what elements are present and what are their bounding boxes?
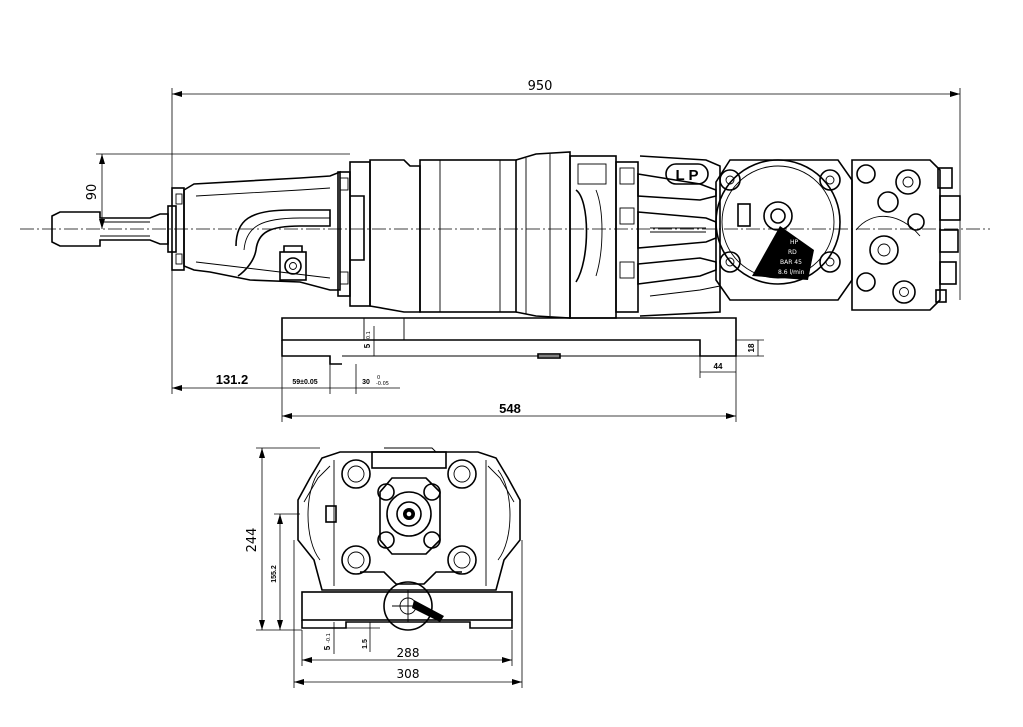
side-dimensions [96, 88, 961, 422]
side-view: L P HP RD BAR 45 8.6 l/min [51, 79, 961, 422]
brand-badge: L P [665, 163, 709, 185]
valve-block [851, 159, 961, 311]
dim-axis-height: 155.2 [271, 565, 278, 583]
dim-overall-length: 950 [528, 79, 553, 94]
dim-slot-tol-upper: 0 [377, 375, 380, 381]
plate-line-1: HP [790, 239, 799, 246]
plate-line-4: 8.6 l/min [778, 269, 805, 276]
front-dimensions [256, 447, 523, 688]
dim-slot-tol-lower: -0.05 [376, 381, 389, 387]
dim-base-lip: 44 [714, 362, 723, 371]
dim-shaft-protrusion: 131.2 [216, 372, 249, 387]
dim-base-outer-width: 308 [397, 667, 420, 681]
pump-head: HP RD BAR 45 8.6 l/min [715, 159, 853, 301]
dim-key-tol: -0.1 [366, 331, 372, 341]
plate-line-2: RD [788, 249, 797, 256]
plate-line-3: BAR 45 [780, 259, 802, 266]
dim-slot-width: 30 [362, 379, 370, 386]
coupling-flange [337, 159, 421, 313]
front-base [301, 581, 513, 631]
dim-front-key-tol: -0.1 [326, 633, 332, 643]
crankcase [569, 155, 639, 319]
main-body [419, 151, 571, 319]
gear-housing [183, 170, 341, 291]
brand-mark: L P [675, 167, 698, 184]
dim-base-thickness: 18 [747, 343, 756, 352]
front-view: 244 155.2 5 -0.1 1.5 288 308 [245, 447, 523, 688]
base-plate [281, 317, 737, 365]
dim-base-inner-width: 288 [397, 646, 420, 660]
dim-front-height: 244 [245, 528, 260, 553]
dim-shaft-offset: 90 [85, 184, 100, 201]
dim-front-step: 1.5 [362, 639, 369, 649]
dim-key-height: 5 [363, 343, 372, 348]
dim-hole-spacing: 59±0.05 [292, 379, 317, 386]
dim-base-length: 548 [499, 401, 521, 416]
dim-front-key-height: 5 [323, 645, 332, 650]
front-housing [297, 447, 521, 591]
